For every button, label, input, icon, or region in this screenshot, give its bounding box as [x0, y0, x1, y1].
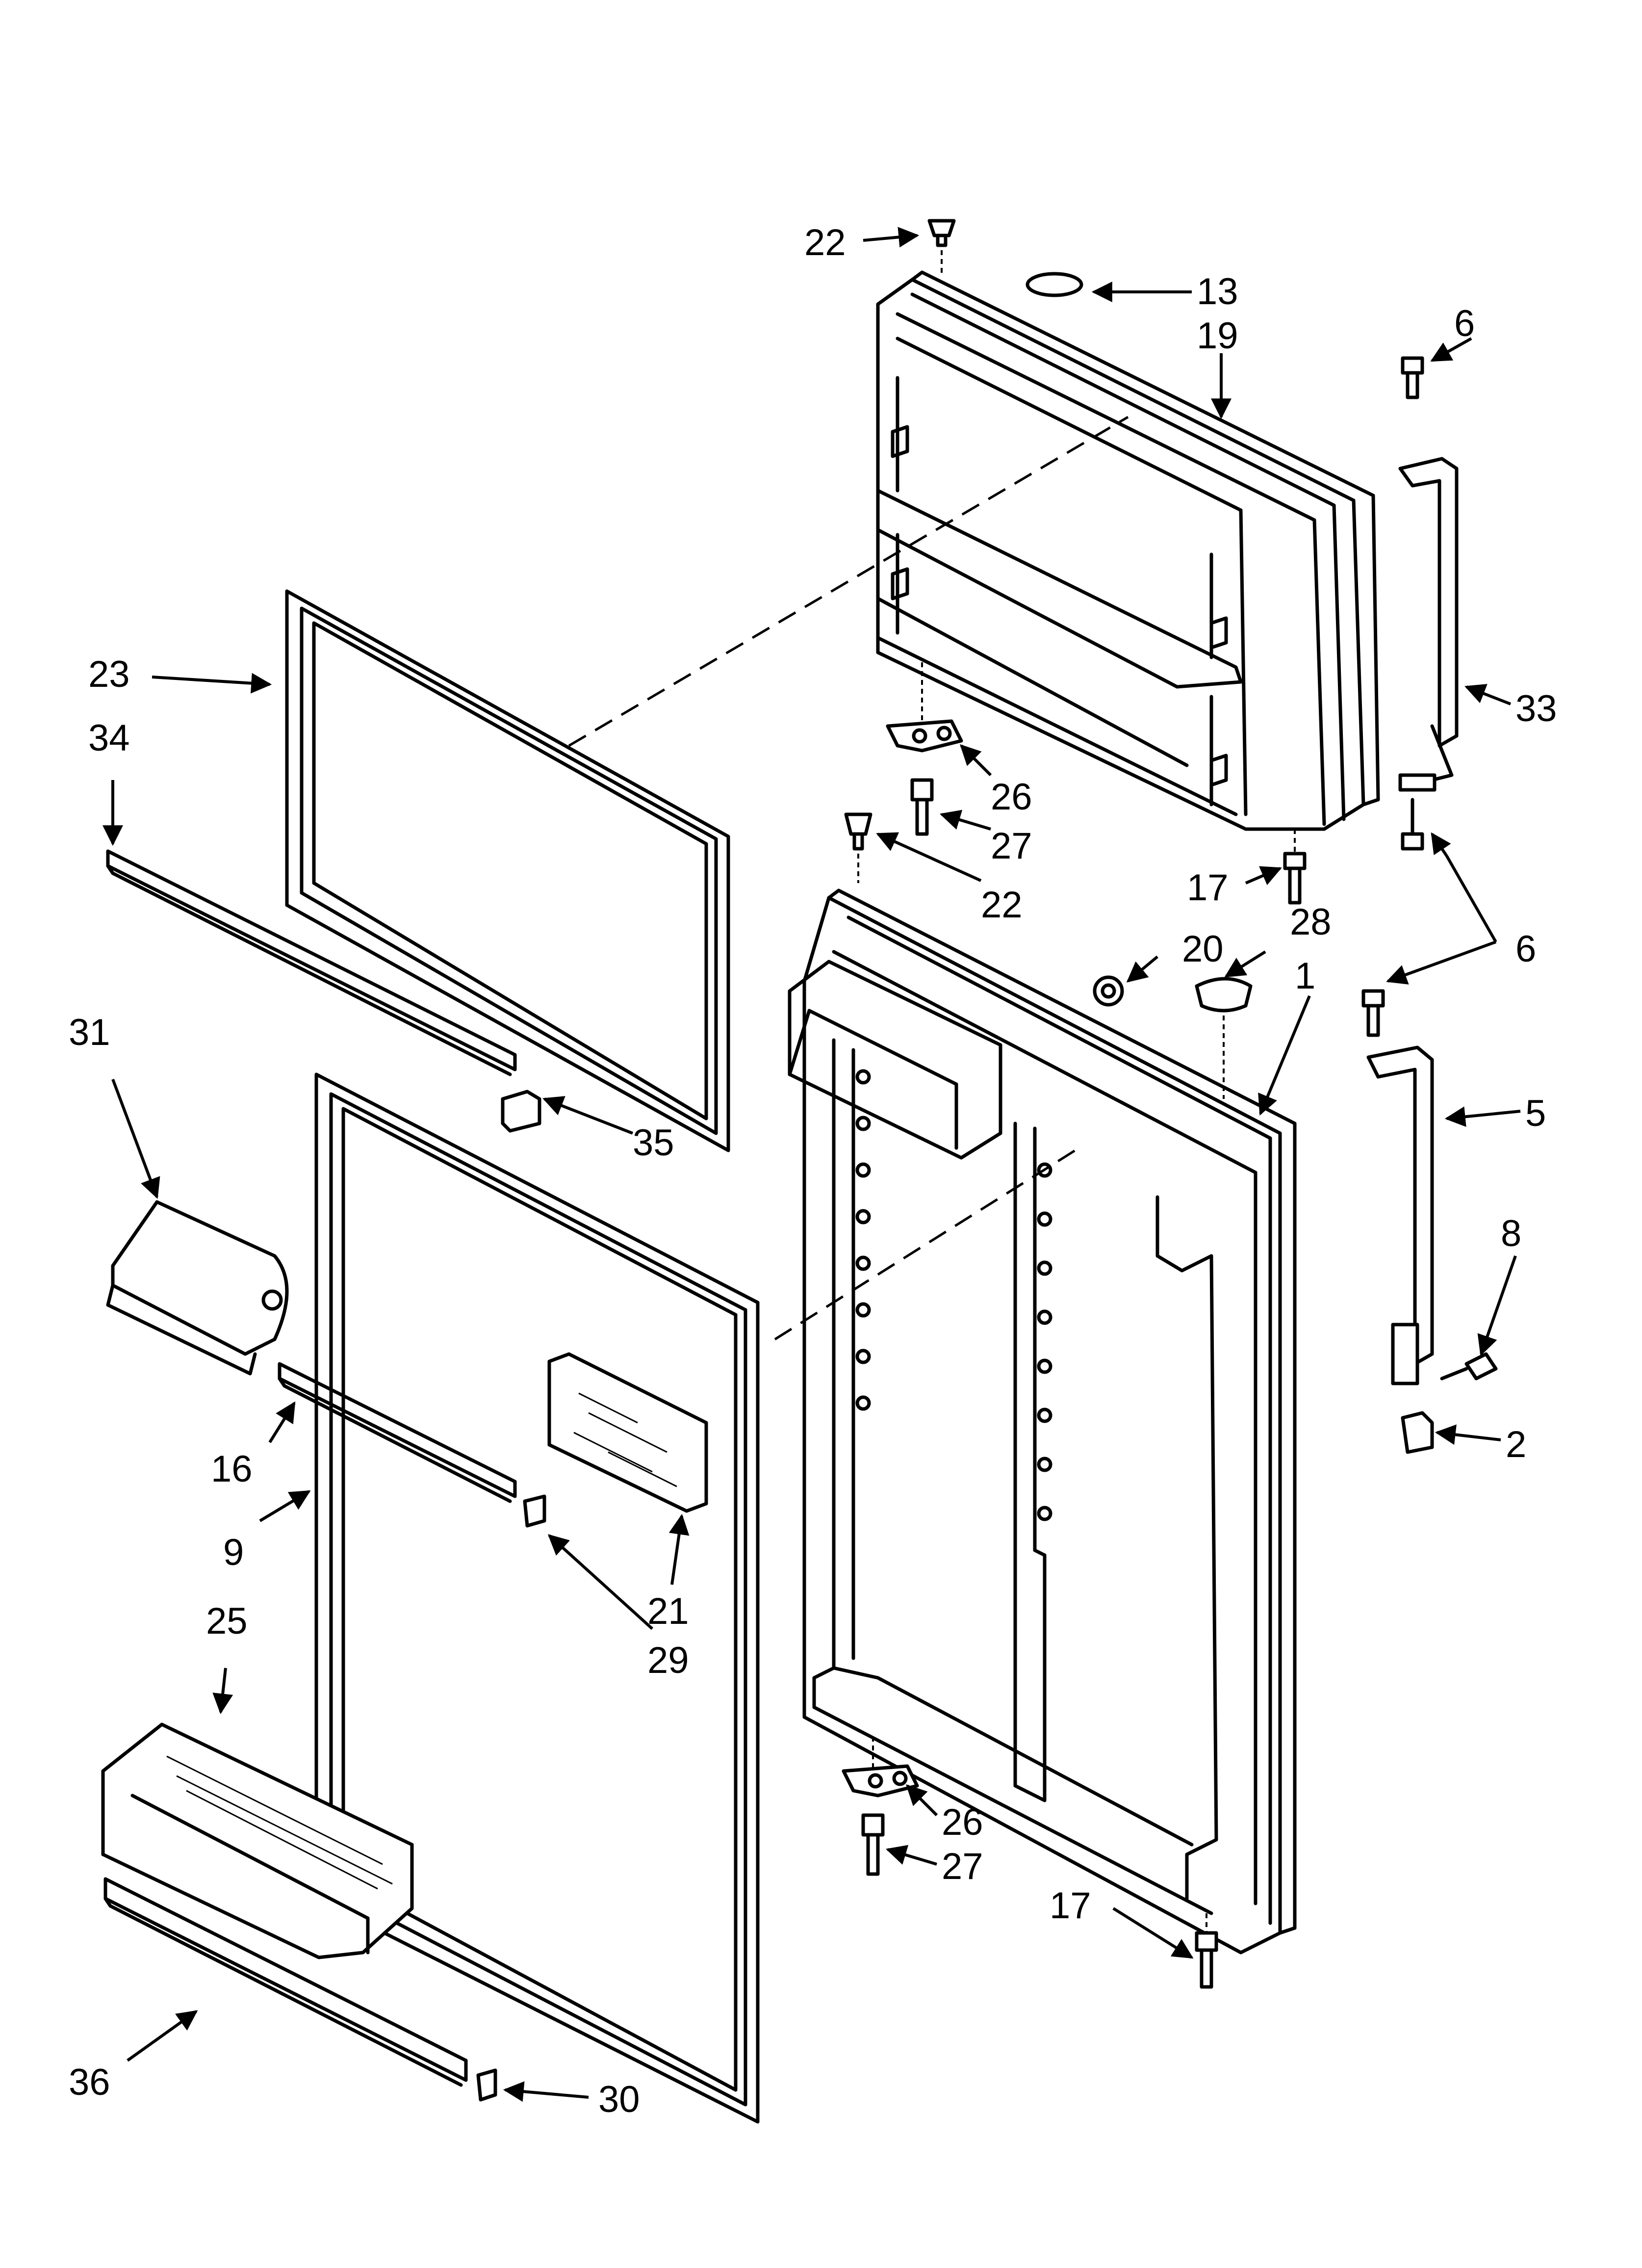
screw-17-top	[1283, 829, 1307, 905]
freezer-gasket	[285, 589, 730, 1152]
cap-28	[1195, 977, 1253, 1099]
hinge-5	[1366, 1045, 1434, 1385]
callout-35: 35	[633, 1122, 674, 1164]
callout-19: 19	[1197, 315, 1238, 357]
callout-28: 28	[1290, 901, 1332, 943]
callout-27-top: 27	[991, 825, 1032, 867]
freezer-door	[876, 270, 1380, 831]
screw-27-top	[910, 778, 934, 836]
callout-16: 16	[211, 1448, 253, 1490]
screw-27-bottom	[861, 1813, 885, 1876]
screw-22-top	[927, 219, 956, 275]
callout-9: 9	[223, 1532, 244, 1573]
callout-20: 20	[1182, 928, 1224, 970]
clip-29	[523, 1494, 546, 1528]
callout-22-top: 22	[804, 222, 846, 263]
callout-22-middle: 22	[981, 884, 1023, 926]
callout-30: 30	[598, 2079, 640, 2120]
callout-labels: 22 13 19 6 23 34 33 26 27 17 22 20 28 1 …	[69, 222, 1557, 2120]
callout-17-bottom: 17	[1050, 1885, 1091, 1927]
breaker-strip-16	[278, 1362, 517, 1503]
screw-6-upper	[1401, 356, 1424, 399]
screw-22-middle	[844, 812, 872, 883]
callout-33: 33	[1515, 688, 1557, 730]
fresh-food-door	[788, 888, 1297, 1955]
callout-26-top: 26	[991, 776, 1032, 818]
callout-34: 34	[88, 717, 130, 759]
callout-23: 23	[88, 653, 130, 695]
breaker-strip-34	[106, 849, 517, 1076]
callout-5: 5	[1525, 1093, 1546, 1134]
screw-17-bottom	[1195, 1913, 1218, 1989]
plug-13	[1026, 272, 1083, 297]
fresh-food-gasket	[314, 1072, 760, 2124]
clip-30	[476, 2068, 497, 2102]
plug-20	[1093, 975, 1124, 1007]
door-bin-25	[101, 1722, 414, 1959]
shelf-21	[547, 1352, 708, 1513]
callout-2: 2	[1506, 1424, 1526, 1465]
callout-26-bottom: 26	[942, 1801, 983, 1843]
hinge-bracket-26-top	[886, 719, 963, 753]
callout-6-lower: 6	[1515, 928, 1536, 970]
leader-lines	[103, 227, 1521, 2102]
callout-13: 13	[1197, 271, 1238, 313]
hinge-bracket-26-bottom	[842, 1737, 919, 1798]
callout-21: 21	[647, 1590, 689, 1632]
callout-6-upper: 6	[1454, 303, 1475, 344]
callout-27-bottom: 27	[942, 1846, 983, 1887]
callout-36: 36	[69, 2061, 110, 2103]
breaker-strip-36	[103, 1877, 468, 2087]
callout-8: 8	[1501, 1213, 1521, 1254]
callout-25: 25	[206, 1600, 248, 1642]
bushing-2	[1401, 1411, 1434, 1454]
screw-8	[1440, 1352, 1498, 1381]
screw-6-lower-a	[1401, 798, 1424, 851]
screw-6-lower-b	[1361, 989, 1385, 1037]
hinge-33	[1398, 457, 1459, 792]
callout-1: 1	[1295, 955, 1315, 997]
callout-17-top: 17	[1187, 867, 1229, 909]
callout-31: 31	[69, 1012, 110, 1053]
callout-29: 29	[647, 1640, 689, 1681]
butter-compartment	[106, 1200, 289, 1376]
clip-35	[501, 1090, 541, 1133]
